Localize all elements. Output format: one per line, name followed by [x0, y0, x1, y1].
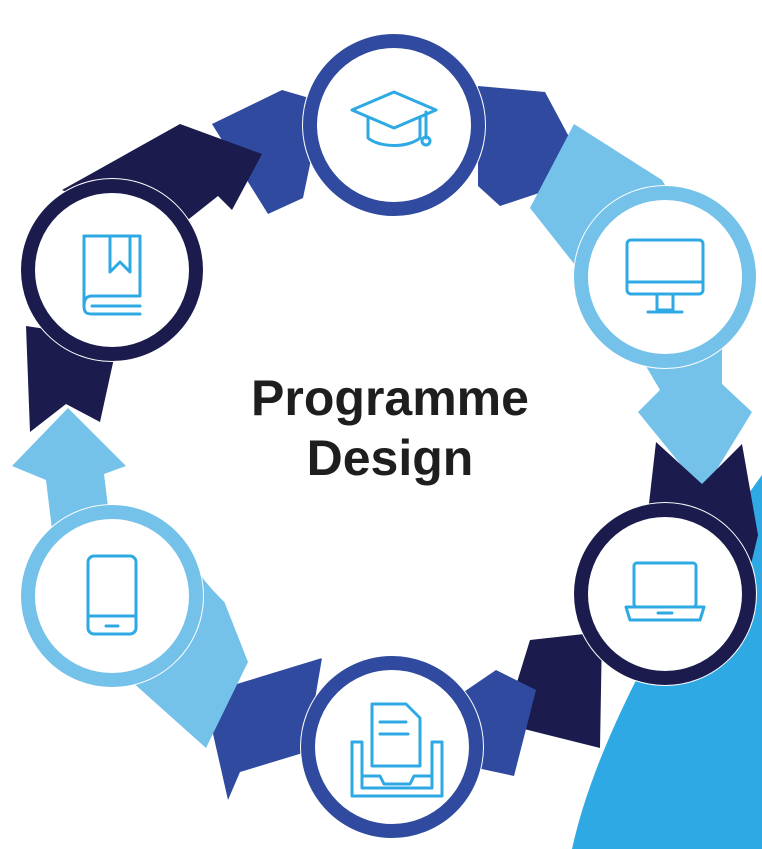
- laptop-icon: [624, 561, 706, 622]
- node-document-tray: [300, 655, 484, 839]
- diagram-title: Programme Design: [200, 368, 580, 488]
- arrow-bottom-right: [490, 632, 602, 770]
- smartphone-icon: [86, 554, 138, 636]
- bookmarked-book-icon: [82, 234, 142, 316]
- graduation-cap-icon: [350, 90, 438, 147]
- arrow-top-left: [212, 90, 323, 214]
- document-tray-icon: [350, 702, 444, 798]
- node-graduation: [302, 33, 486, 217]
- node-desktop: [573, 185, 757, 369]
- desktop-monitor-icon: [625, 238, 705, 314]
- node-smartphone: [20, 504, 204, 688]
- title-line-2: Design: [306, 430, 474, 486]
- title-line-1: Programme: [251, 370, 529, 426]
- inner-field: [152, 196, 624, 668]
- arrow-bottom-left: [204, 658, 322, 800]
- node-laptop: [573, 502, 757, 686]
